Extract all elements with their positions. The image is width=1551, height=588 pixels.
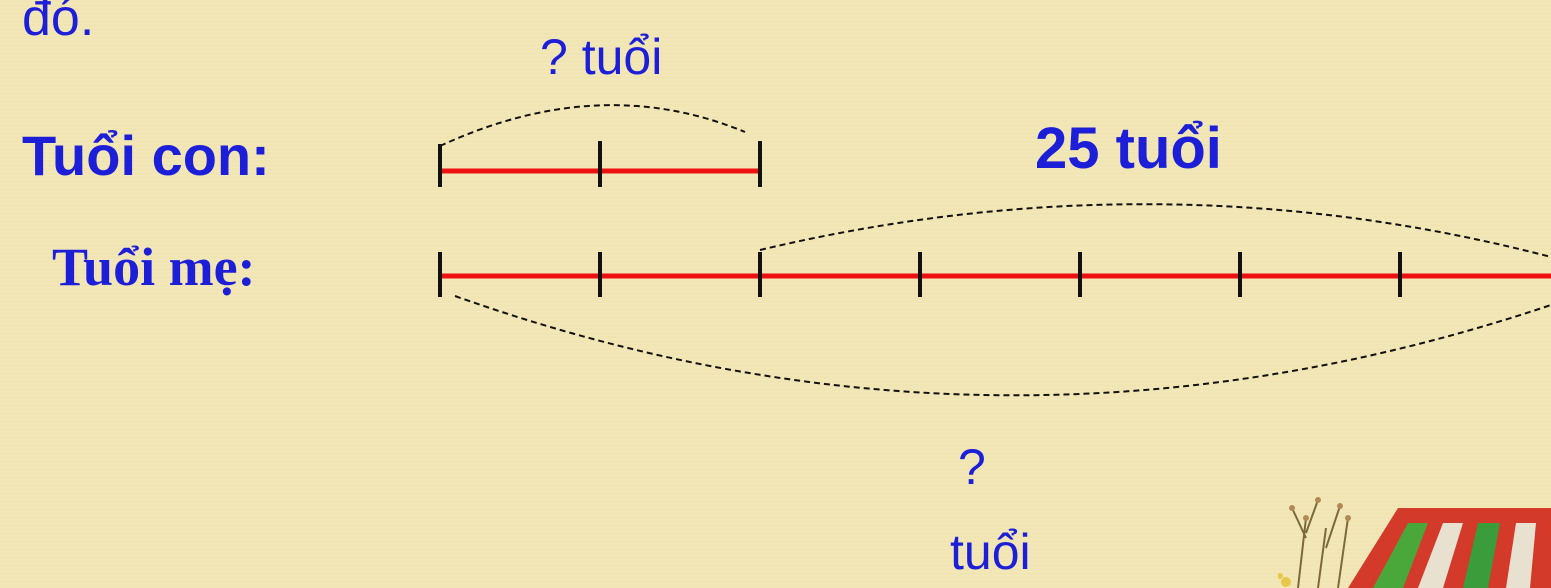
mother-brace <box>454 295 1551 397</box>
house-clipart-icon <box>1278 497 1551 588</box>
child-age-label: Tuổi con: <box>22 124 270 187</box>
child-brace <box>439 104 746 147</box>
mother-question-unit: tuổi <box>950 524 1031 580</box>
child-question-label: ? tuổi <box>540 29 663 85</box>
difference-label: 25 tuổi <box>1035 116 1222 181</box>
intro-text: đó. <box>22 0 95 47</box>
difference-brace <box>759 203 1551 258</box>
mother-age-label: Tuổi mẹ: <box>52 237 256 297</box>
mother-question-mark: ? <box>958 439 986 495</box>
